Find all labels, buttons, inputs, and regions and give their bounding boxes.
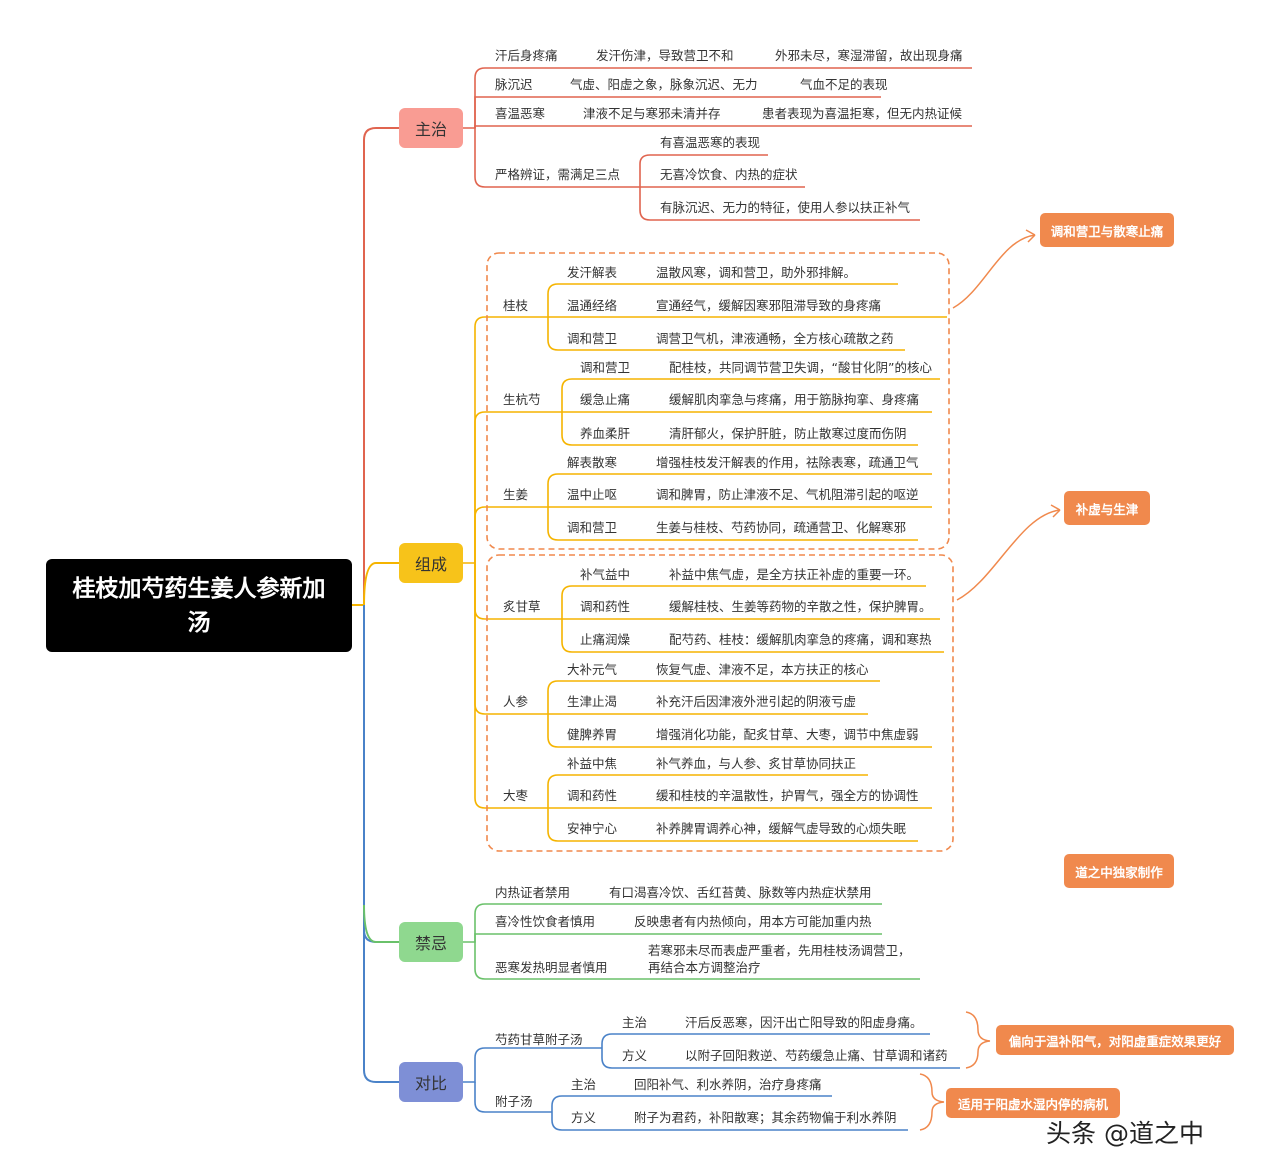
herb-function-detail: 恢复气虚、津液不足，本方扶正的核心 bbox=[656, 662, 869, 677]
herb-name: 桂枝 bbox=[503, 298, 529, 313]
herb-function-detail: 宣通经气，缓解因寒邪阻滞导致的身疼痛 bbox=[656, 298, 882, 313]
herb-function-detail: 增强桂枝发汗解表的作用，祛除表寒，疏通卫气 bbox=[656, 455, 919, 470]
herb-function-detail: 缓解桂枝、生姜等药物的辛散之性，保护脾胃。 bbox=[669, 599, 932, 614]
herb-function-detail: 补充汗后因津液外泄引起的阴液亏虚 bbox=[656, 694, 857, 709]
herb-function-detail: 配桂枝，共同调节营卫失调，“酸甘化阴”的核心 bbox=[669, 360, 932, 375]
zhuzhi-detail: 无喜冷饮食、内热的症状 bbox=[660, 167, 798, 182]
contraindication-detail: 反映患者有内热倾向，用本方可能加重内热 bbox=[634, 914, 872, 929]
herb-function: 调和营卫 bbox=[580, 360, 631, 375]
herb-function: 解表散寒 bbox=[567, 455, 618, 470]
zhuzhi-detail: 外邪未尽，寒湿滞留，故出现身痛 bbox=[775, 48, 963, 63]
branch-duibi[interactable]: 对比 bbox=[399, 1062, 463, 1102]
herb-name: 生姜 bbox=[503, 487, 529, 502]
zhuzhi-item: 汗后身疼痛 bbox=[495, 48, 558, 63]
contraindication-detail: 有口渴喜冷饮、舌红苔黄、脉数等内热症状禁用 bbox=[609, 885, 872, 900]
formula-aspect: 主治 bbox=[571, 1077, 597, 1092]
credit-label: 道之中独家制作 bbox=[1064, 854, 1174, 888]
formula-name: 芍药甘草附子汤 bbox=[495, 1032, 583, 1047]
zhuzhi-item: 喜温恶寒 bbox=[495, 106, 546, 121]
herb-function-detail: 生姜与桂枝、芍药协同，疏通营卫、化解寒邪 bbox=[656, 520, 907, 535]
herb-function: 调和药性 bbox=[580, 599, 631, 614]
zhuzhi-item: 脉沉迟 bbox=[495, 77, 533, 92]
herb-name: 大枣 bbox=[503, 788, 529, 803]
formula-detail: 附子为君药，补阳散寒；其余药物偏于利水养阴 bbox=[634, 1110, 897, 1125]
zhuzhi-detail: 有喜温恶寒的表现 bbox=[660, 135, 761, 150]
herb-name: 炙甘草 bbox=[503, 599, 541, 614]
zhuzhi-detail: 气虚、阳虚之象，脉象沉迟、无力 bbox=[570, 77, 758, 92]
branch-jinji[interactable]: 禁忌 bbox=[399, 922, 463, 962]
herb-function-detail: 清肝郁火，保护肝脏，防止散寒过度而伤阴 bbox=[669, 426, 907, 441]
formula-aspect: 方义 bbox=[571, 1110, 597, 1125]
herb-name: 生杭芍 bbox=[503, 392, 541, 407]
herb-function-detail: 增强消化功能，配炙甘草、大枣，调节中焦虚弱 bbox=[656, 727, 919, 742]
formula-detail: 以附子回阳救逆、芍药缓急止痛、甘草调和诸药 bbox=[685, 1048, 948, 1063]
herb-function-detail: 配芍药、桂枝：缓解肌肉挛急的疼痛，调和寒热 bbox=[669, 632, 932, 647]
herb-function: 调和营卫 bbox=[567, 520, 618, 535]
zhuzhi-detail: 发汗伤津，导致营卫不和 bbox=[596, 48, 734, 63]
herb-function: 安神宁心 bbox=[567, 821, 618, 836]
branch-zucheng[interactable]: 组成 bbox=[399, 543, 463, 583]
herb-function-detail: 调营卫气机，津液通畅，全方核心疏散之药 bbox=[656, 331, 894, 346]
watermark: 头条 @道之中 bbox=[1046, 1119, 1204, 1148]
formula-aspect: 主治 bbox=[622, 1015, 648, 1030]
herb-function-detail: 补气养血，与人参、炙甘草协同扶正 bbox=[656, 756, 857, 771]
zhuzhi-detail: 津液不足与寒邪未清并存 bbox=[583, 106, 721, 121]
herb-function: 调和营卫 bbox=[567, 331, 618, 346]
contraindication-detail: 若寒邪未尽而表虚严重者，先用桂枝汤调营卫， bbox=[648, 943, 911, 958]
zhuzhi-detail: 患者表现为喜温拒寒，但无内热证候 bbox=[762, 106, 963, 121]
contraindication-item: 内热证者禁用 bbox=[495, 885, 571, 900]
callout-yang-tonify[interactable]: 偏向于温补阳气，对阳虚重症效果更好 bbox=[996, 1025, 1234, 1055]
callout-harmonize[interactable]: 调和营卫与散寒止痛 bbox=[1040, 213, 1174, 247]
herb-function: 止痛润燥 bbox=[580, 632, 631, 647]
herb-function-detail: 温散风寒，调和营卫，助外邪排解。 bbox=[656, 265, 857, 280]
herb-function: 发汗解表 bbox=[567, 265, 618, 280]
herb-function: 缓急止痛 bbox=[580, 392, 631, 407]
herb-function-detail: 调和脾胃，防止津液不足、气机阻滞引起的呕逆 bbox=[656, 487, 919, 502]
contraindication-detail: 再结合本方调整治疗 bbox=[648, 960, 761, 975]
formula-detail: 回阳补气、利水养阴，治疗身疼痛 bbox=[634, 1077, 822, 1092]
formula-name: 附子汤 bbox=[495, 1094, 533, 1109]
contraindication-item: 恶寒发热明显者慎用 bbox=[495, 960, 608, 975]
herb-function: 补气益中 bbox=[580, 567, 631, 582]
herb-function: 温通经络 bbox=[567, 298, 618, 313]
herb-function-detail: 补养脾胃调养心神，缓解气虚导致的心烦失眠 bbox=[656, 821, 907, 836]
callout-water-retention[interactable]: 适用于阳虚水湿内停的病机 bbox=[946, 1088, 1120, 1118]
herb-function: 补益中焦 bbox=[567, 756, 618, 771]
zhuzhi-item: 严格辨证，需满足三点 bbox=[495, 167, 621, 182]
branch-zhuzhi[interactable]: 主治 bbox=[399, 108, 463, 148]
zhuzhi-detail: 有脉沉迟、无力的特征，使用人参以扶正补气 bbox=[660, 200, 911, 215]
herb-function: 调和药性 bbox=[567, 788, 618, 803]
callout-tonify[interactable]: 补虚与生津 bbox=[1064, 491, 1150, 525]
herb-function: 养血柔肝 bbox=[580, 426, 631, 441]
formula-aspect: 方义 bbox=[622, 1048, 648, 1063]
contraindication-item: 喜冷性饮食者慎用 bbox=[495, 914, 596, 929]
zhuzhi-detail: 气血不足的表现 bbox=[800, 77, 888, 92]
herb-name: 人参 bbox=[503, 694, 529, 709]
herb-function: 温中止呕 bbox=[567, 487, 618, 502]
herb-function: 健脾养胃 bbox=[567, 727, 618, 742]
formula-detail: 汗后反恶寒，因汗出亡阳导致的阳虚身痛。 bbox=[685, 1015, 923, 1030]
herb-function: 生津止渴 bbox=[567, 694, 618, 709]
herb-function-detail: 缓解肌肉挛急与疼痛，用于筋脉拘挛、身疼痛 bbox=[669, 392, 920, 407]
herb-function: 大补元气 bbox=[567, 662, 618, 677]
herb-function-detail: 缓和桂枝的辛温散性，护胃气，强全方的协调性 bbox=[656, 788, 919, 803]
herb-function-detail: 补益中焦气虚，是全方扶正补虚的重要一环。 bbox=[669, 567, 920, 582]
root-title: 桂枝加芍药生姜人参新加汤 bbox=[72, 575, 326, 636]
root-node[interactable]: 桂枝加芍药生姜人参新加汤 bbox=[46, 559, 352, 652]
